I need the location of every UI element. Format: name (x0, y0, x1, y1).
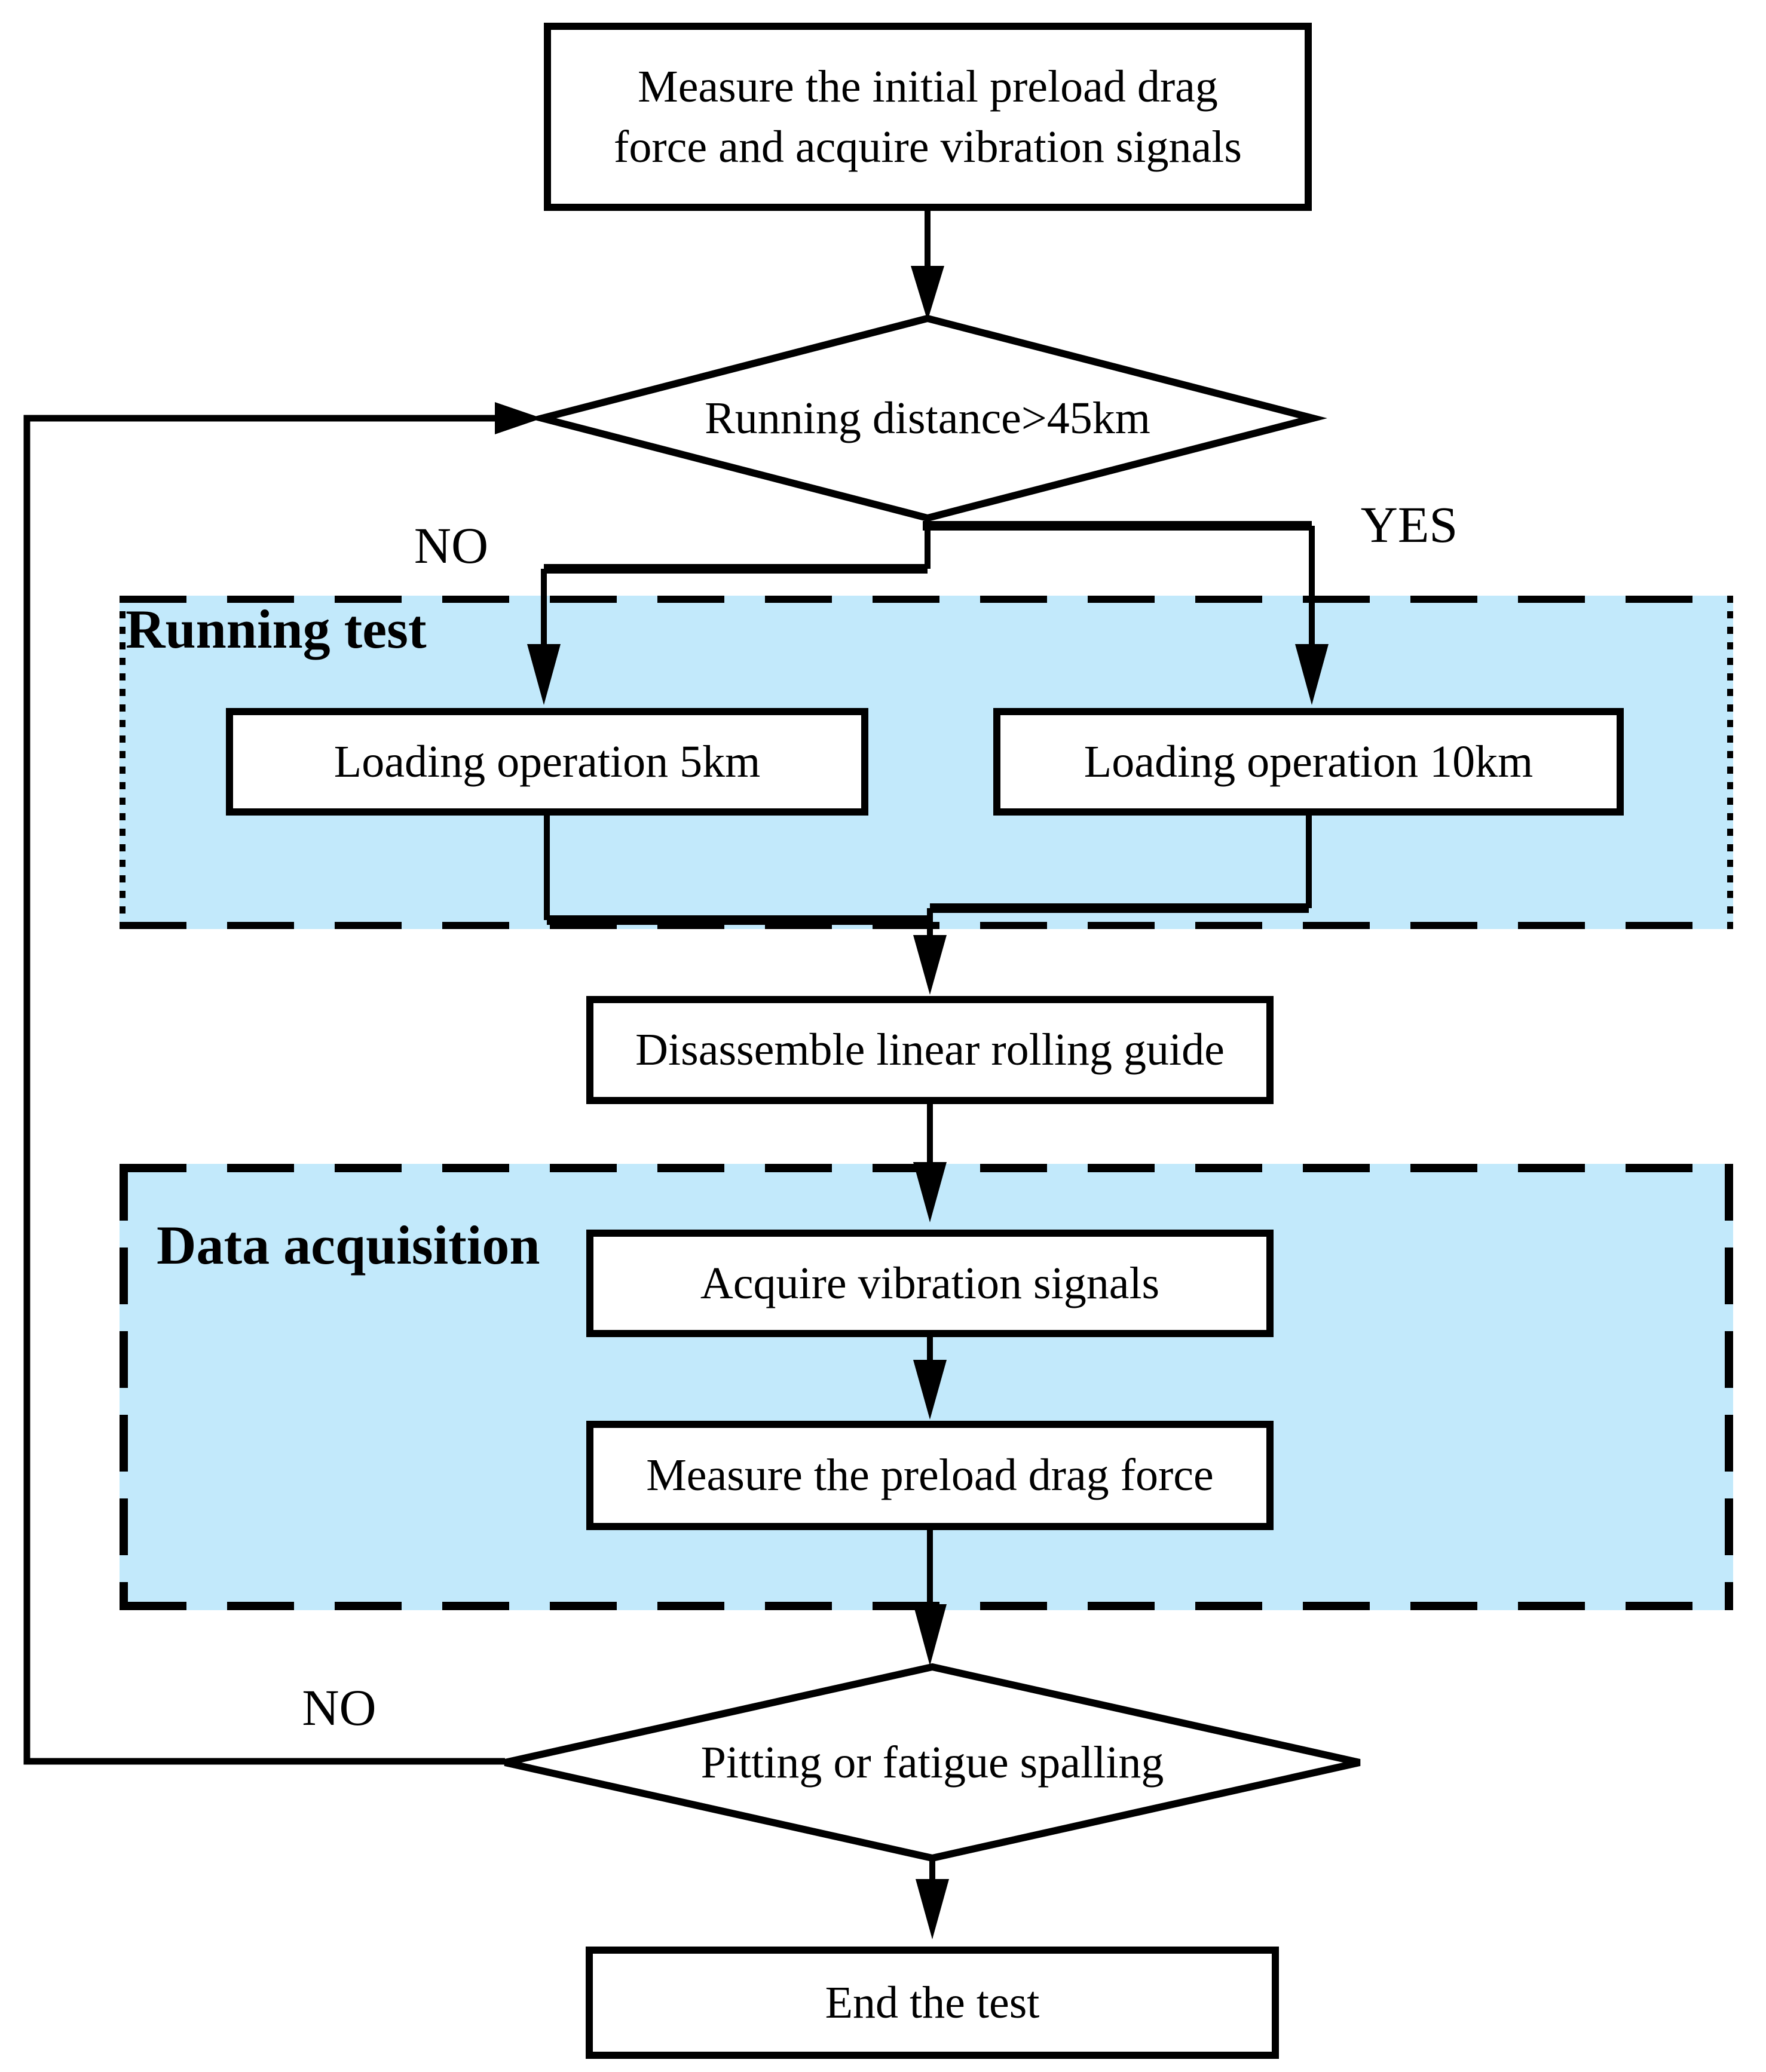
region-border-top (120, 596, 1733, 603)
decision-damage-label: Pitting or fatigue spalling (700, 1737, 1164, 1788)
node-start-line1: Measure the initial preload drag (638, 62, 1218, 112)
arrowhead-into-decision1 (911, 266, 944, 321)
node-acquire-label: Acquire vibration signals (700, 1258, 1160, 1308)
region-border-left (120, 596, 126, 929)
node-loading-5km: Loading operation 5km (226, 708, 868, 816)
region-border-bottom (120, 922, 1733, 929)
node-disassemble: Disassemble linear rolling guide (586, 996, 1274, 1104)
node-start-line2: force and acquire vibration signals (614, 121, 1242, 172)
region-label-running-test: Running test (126, 599, 427, 660)
arrowhead-into-acquire (913, 1162, 947, 1222)
region-border-right (1727, 596, 1733, 929)
node-measure-label: Measure the preload drag force (646, 1450, 1214, 1501)
node-acquire: Acquire vibration signals (586, 1230, 1274, 1337)
region-border-left (120, 1164, 128, 1610)
node-loading-10km-label: Loading operation 10km (1084, 736, 1534, 787)
node-loading-10km: Loading operation 10km (993, 708, 1624, 816)
decision-distance-label: Running distance>45km (705, 393, 1150, 443)
region-border-right (1725, 1164, 1733, 1610)
edge-label-no-2: NO (302, 1679, 377, 1736)
edge-label-yes: YES (1360, 496, 1458, 553)
arrowhead-into-load10 (1295, 644, 1329, 705)
arrowhead-into-load5 (527, 644, 561, 705)
arrowhead-into-measure (913, 1360, 947, 1420)
arrowhead-feedback-into-decision1 (495, 402, 542, 434)
node-disassemble-label: Disassemble linear rolling guide (635, 1025, 1225, 1075)
arrowhead-into-disassemble (913, 935, 947, 995)
edge-label-no-1: NO (414, 517, 489, 574)
node-measure: Measure the preload drag force (586, 1421, 1274, 1530)
node-end-label: End the test (825, 1977, 1040, 2028)
arrowhead-into-end (916, 1879, 949, 1939)
node-end: End the test (586, 1947, 1279, 2059)
edge-feedback-loop (23, 415, 505, 1765)
node-start-text: Measure the initial preload drag force a… (614, 57, 1242, 177)
region-label-data-acquisition: Data acquisition (157, 1215, 540, 1276)
node-start: Measure the initial preload drag force a… (544, 23, 1312, 211)
node-loading-5km-label: Loading operation 5km (333, 736, 761, 787)
arrowhead-into-decision2 (913, 1604, 947, 1666)
